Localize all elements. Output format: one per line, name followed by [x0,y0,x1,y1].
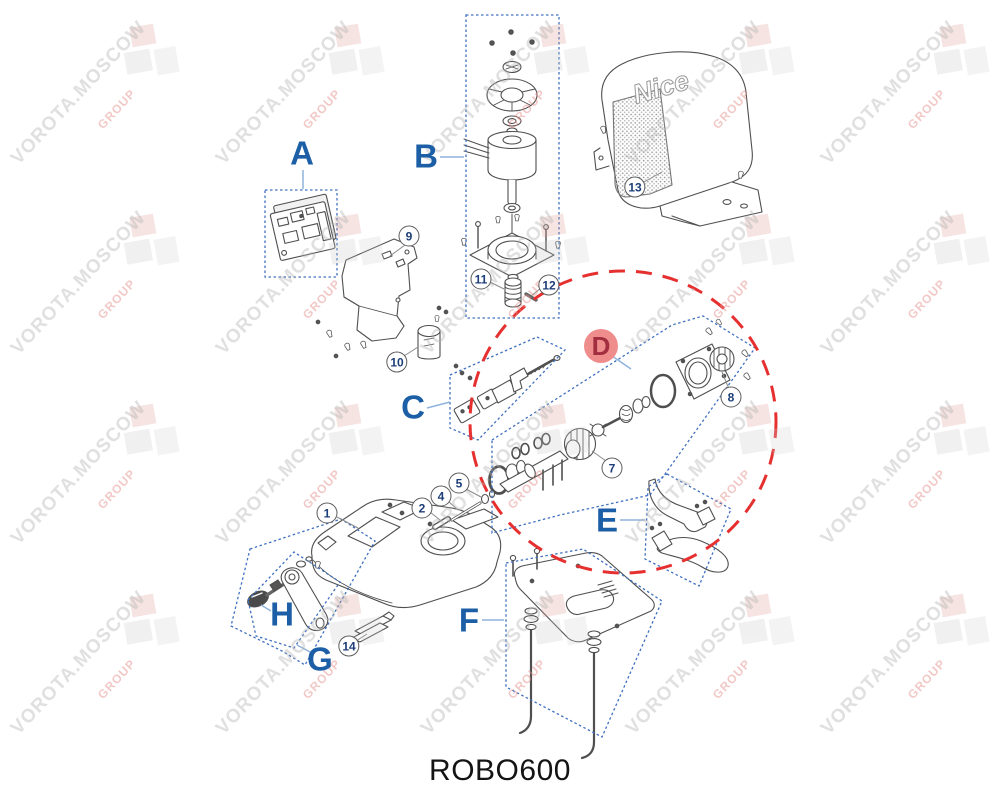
part-drive-assembly [488,318,752,495]
label-connectors [260,156,645,654]
box-A [264,189,338,278]
part-motor-assembly [461,29,561,278]
part-bracket [315,238,418,359]
box-E [644,473,732,587]
box-C [449,336,567,441]
box-F [505,548,663,738]
part-worm-gear [504,273,538,308]
part-pin-set [432,489,496,530]
box-B [465,14,560,319]
part-key-blade [351,611,395,643]
part-limit-switch [453,355,561,424]
diagram-title: ROBO600 [429,754,571,787]
box-D [491,315,756,534]
part-cover: Nice [593,51,763,227]
part-foundation-plate [509,547,655,760]
highlight-circle [468,269,778,575]
part-base-housing [311,498,502,608]
part-control-board [269,193,337,261]
box-H [247,551,341,649]
part-capacitor [417,305,449,360]
